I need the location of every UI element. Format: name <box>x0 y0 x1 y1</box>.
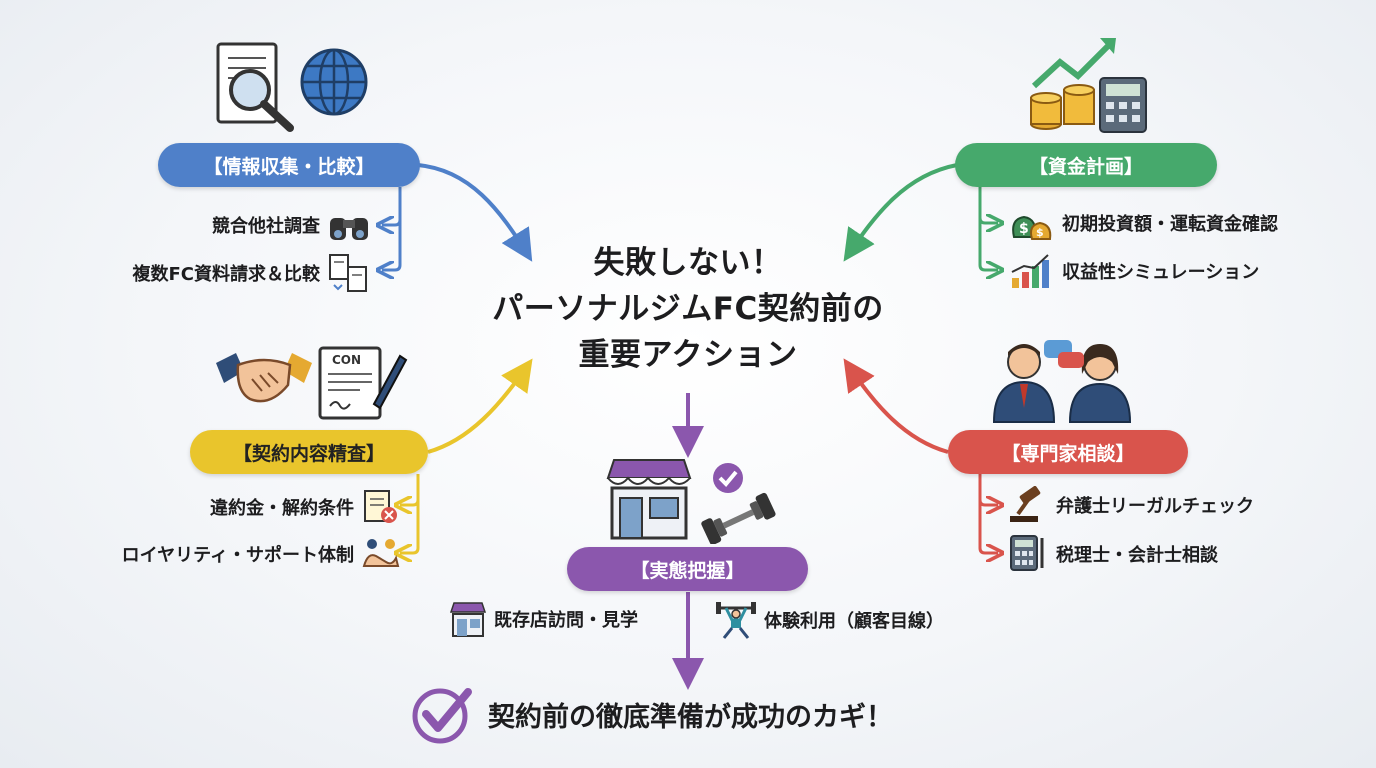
branch-reality-label: 【実態把握】 <box>567 547 808 591</box>
gavel-icon <box>1010 486 1041 522</box>
money-bags-icon: $ $ <box>1012 215 1052 240</box>
arrow-expert-to-center <box>843 358 949 454</box>
reality-item-1: 既存店訪問・見学 <box>448 600 638 638</box>
support-handshake-icon <box>362 539 400 567</box>
svg-text:$: $ <box>1019 221 1029 237</box>
binoculars-icon <box>330 218 368 240</box>
branch-expert-label: 【専門家相談】 <box>948 430 1188 474</box>
arrow-contract-to-center <box>427 358 533 454</box>
branch-funds-label: 【資金計画】 <box>955 143 1217 187</box>
title-line-2: パーソナルジムFC契約前の <box>492 291 884 327</box>
info-item-2: 複数FC資料請求＆比較 <box>60 253 370 293</box>
funds-item-2: 収益性シミュレーション <box>1008 252 1259 290</box>
consultants-icon <box>992 340 1132 423</box>
svg-text:$: $ <box>1036 226 1044 239</box>
handshake-icon <box>216 353 312 403</box>
title-line-3: 重要アクション <box>578 337 798 373</box>
globe-icon <box>300 48 368 116</box>
document-search-icon <box>216 42 294 132</box>
bar-chart-icon <box>1011 254 1049 288</box>
checkmark-circle-icon <box>412 688 472 744</box>
branch-contract-label: 【契約内容精査】 <box>190 430 428 474</box>
contract-item-1: 違約金・解約条件 <box>150 488 400 526</box>
expert-item-1: 弁護士リーガルチェック <box>1008 486 1254 524</box>
contract-document-text: CON <box>332 353 361 367</box>
info-item-1: 競合他社調査 <box>150 208 370 242</box>
arrow-funds-to-center <box>843 163 958 262</box>
reality-item-2: 体験利用（顧客目線） <box>714 600 944 640</box>
conclusion: 契約前の徹底準備が成功のカギ！ <box>410 684 893 744</box>
title-line-1: 失敗しない！ <box>593 245 783 281</box>
storefront-icon <box>606 459 692 540</box>
growth-money-calculator-icon <box>1030 38 1147 133</box>
contract-item-2: ロイヤリティ・サポート体制 <box>60 536 400 572</box>
document-cancel-icon <box>364 490 397 523</box>
calculator-pen-icon <box>1010 535 1044 571</box>
main-title: 失敗しない！ パーソナルジムFC契約前の 重要アクション <box>438 240 938 378</box>
conclusion-text: 契約前の徹底準備が成功のカギ！ <box>488 701 893 733</box>
funds-item-1: $ $ 初期投資額・運転資金確認 <box>1008 205 1278 241</box>
store-visit-icon <box>449 602 487 637</box>
compare-documents-icon <box>329 254 367 292</box>
arrow-info-to-center <box>417 163 533 262</box>
branch-info-label: 【情報収集・比較】 <box>158 143 420 187</box>
weightlifter-icon <box>716 602 756 639</box>
contract-document-icon: CON <box>318 346 408 420</box>
dumbbell-check-icon <box>701 463 776 544</box>
expert-item-2: 税理士・会計士相談 <box>1008 534 1218 574</box>
